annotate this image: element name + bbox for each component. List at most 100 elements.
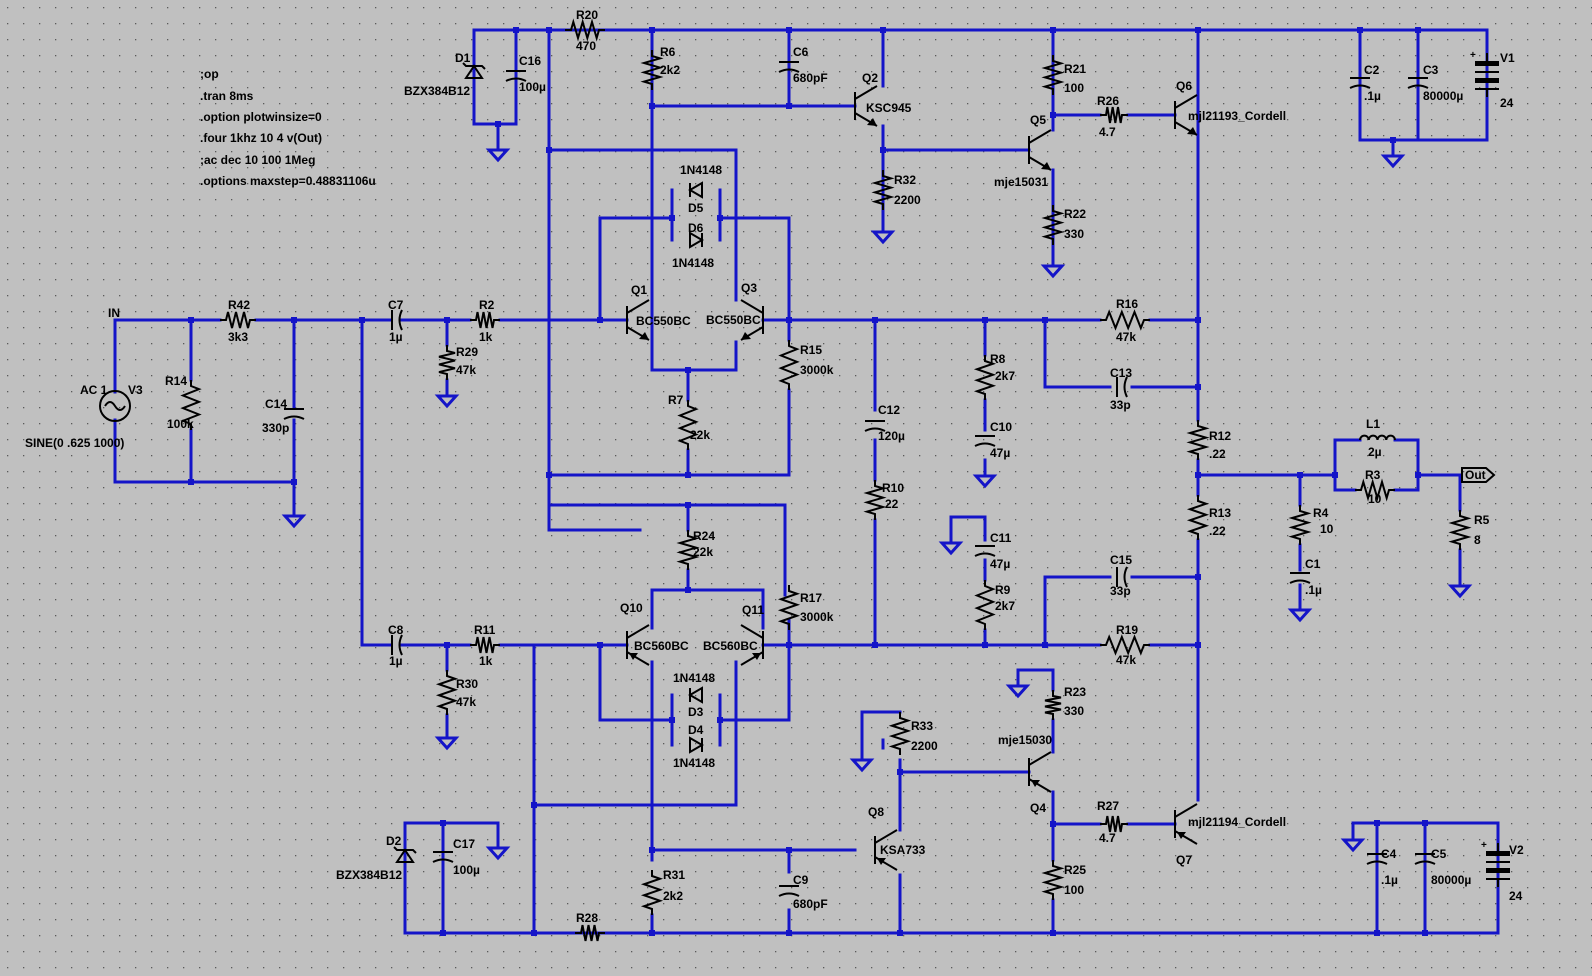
ground-symbol[interactable] bbox=[870, 230, 896, 245]
ground-symbol[interactable] bbox=[485, 846, 511, 861]
capacitor-c16[interactable] bbox=[505, 70, 527, 82]
capacitor-c6[interactable] bbox=[778, 61, 800, 73]
transistor-q8[interactable] bbox=[874, 829, 898, 871]
ref-q7: Q7 bbox=[1176, 853, 1192, 867]
resistor-r6[interactable] bbox=[640, 50, 664, 90]
resistor-r17[interactable] bbox=[777, 585, 801, 630]
diode-d3[interactable] bbox=[688, 686, 703, 704]
resistor-r22[interactable] bbox=[1041, 205, 1065, 245]
ground-symbol[interactable] bbox=[1447, 584, 1473, 599]
resistor-r10[interactable] bbox=[863, 480, 887, 520]
ground-symbol[interactable] bbox=[1287, 608, 1313, 623]
diode-d6[interactable] bbox=[689, 231, 704, 249]
junction-dot bbox=[1195, 27, 1201, 33]
capacitor-c10[interactable] bbox=[974, 435, 996, 447]
battery-v1[interactable]: + bbox=[1470, 50, 1499, 97]
capacitor-c5[interactable] bbox=[1414, 853, 1436, 865]
resistor-r3[interactable] bbox=[1355, 478, 1395, 502]
value-d3: 1N4148 bbox=[673, 671, 715, 685]
ground-symbol[interactable] bbox=[1040, 264, 1066, 279]
resistor-r31[interactable] bbox=[640, 870, 664, 915]
capacitor-c15[interactable] bbox=[1116, 566, 1128, 588]
resistor-r20[interactable] bbox=[565, 18, 605, 42]
transistor-q10[interactable] bbox=[626, 624, 650, 666]
capacitor-c3[interactable] bbox=[1407, 77, 1429, 89]
resistor-r2[interactable] bbox=[470, 311, 500, 329]
ground-symbol[interactable] bbox=[972, 474, 998, 489]
capacitor-c11[interactable] bbox=[974, 545, 996, 557]
resistor-r15[interactable] bbox=[778, 340, 800, 390]
resistor-r26[interactable] bbox=[1100, 106, 1128, 124]
resistor-r19[interactable] bbox=[1100, 634, 1150, 656]
transistor-q5[interactable] bbox=[1028, 129, 1052, 171]
resistor-r25[interactable] bbox=[1041, 860, 1065, 900]
resistor-r13[interactable] bbox=[1186, 495, 1210, 540]
ground-symbol[interactable] bbox=[1340, 838, 1366, 853]
resistor-r12[interactable] bbox=[1186, 420, 1210, 460]
ref-r28: R28 bbox=[576, 911, 598, 925]
transistor-q2[interactable] bbox=[854, 85, 878, 127]
resistor-r28[interactable] bbox=[575, 924, 605, 942]
junction-dot bbox=[440, 820, 446, 826]
transistor-q4[interactable] bbox=[1028, 751, 1052, 793]
resistor-r27[interactable] bbox=[1100, 815, 1128, 833]
transistor-q7[interactable] bbox=[1174, 803, 1198, 845]
resistor-r5[interactable] bbox=[1448, 510, 1472, 550]
battery-v2[interactable]: + bbox=[1481, 840, 1510, 887]
resistor-r14[interactable] bbox=[180, 380, 202, 430]
zener-d1[interactable] bbox=[462, 62, 486, 79]
junction-dot bbox=[685, 502, 691, 508]
value-r2: 1k bbox=[479, 330, 493, 344]
resistor-r29[interactable] bbox=[438, 345, 456, 380]
capacitor-c1[interactable] bbox=[1289, 572, 1311, 584]
resistor-r7[interactable] bbox=[677, 400, 699, 450]
diode-d4[interactable] bbox=[689, 736, 704, 754]
value-c6: 680pF bbox=[793, 71, 828, 85]
value-r26: 4.7 bbox=[1099, 125, 1116, 139]
capacitor-c12[interactable] bbox=[864, 420, 886, 432]
resistor-r30[interactable] bbox=[435, 670, 459, 715]
capacitor-c9[interactable] bbox=[778, 885, 800, 897]
resistor-r16[interactable] bbox=[1100, 309, 1150, 331]
ground-symbol[interactable] bbox=[281, 514, 307, 529]
ref-d1: D1 bbox=[455, 51, 471, 65]
capacitor-c4[interactable] bbox=[1366, 853, 1388, 865]
ground-symbol[interactable] bbox=[434, 394, 460, 409]
ground-symbol[interactable] bbox=[1005, 684, 1031, 699]
resistor-r8[interactable] bbox=[973, 355, 997, 400]
voltage-source-v3[interactable] bbox=[99, 390, 131, 422]
transistor-q11[interactable] bbox=[740, 624, 764, 666]
capacitor-c2[interactable] bbox=[1349, 77, 1371, 89]
ground-symbol[interactable] bbox=[938, 541, 964, 556]
capacitor-c13[interactable] bbox=[1116, 376, 1128, 398]
resistor-r9[interactable] bbox=[974, 580, 996, 630]
ref-r22: R22 bbox=[1064, 207, 1086, 221]
transistor-q3[interactable] bbox=[740, 299, 764, 341]
resistor-r21[interactable] bbox=[1041, 55, 1065, 95]
resistor-r4[interactable] bbox=[1288, 505, 1312, 545]
diode-d5[interactable] bbox=[688, 181, 703, 199]
zener-d2[interactable] bbox=[393, 846, 417, 863]
ground-symbol[interactable] bbox=[434, 736, 460, 751]
capacitor-c17[interactable] bbox=[432, 851, 454, 863]
inductor-l1[interactable] bbox=[1359, 434, 1396, 441]
wire bbox=[547, 148, 738, 302]
ground-symbol[interactable] bbox=[849, 758, 875, 773]
capacitor-c8[interactable] bbox=[391, 634, 403, 656]
capacitor-c7[interactable] bbox=[391, 309, 403, 331]
resistor-r24[interactable] bbox=[676, 530, 700, 570]
resistor-r42[interactable] bbox=[220, 311, 256, 329]
ground-symbol[interactable] bbox=[485, 148, 511, 163]
transistor-q6[interactable] bbox=[1174, 94, 1198, 136]
ground-symbol[interactable] bbox=[1380, 154, 1406, 169]
resistor-r32[interactable] bbox=[871, 170, 895, 210]
out-port-flag[interactable] bbox=[1461, 467, 1496, 483]
junction-dot bbox=[872, 317, 878, 323]
transistor-q1[interactable] bbox=[626, 299, 650, 341]
resistor-r23[interactable] bbox=[1044, 690, 1062, 720]
resistor-r33[interactable] bbox=[888, 712, 912, 755]
spice-directive: .option plotwinsize=0 bbox=[200, 110, 322, 124]
capacitor-c14[interactable] bbox=[283, 408, 305, 420]
resistor-r11[interactable] bbox=[470, 636, 500, 654]
